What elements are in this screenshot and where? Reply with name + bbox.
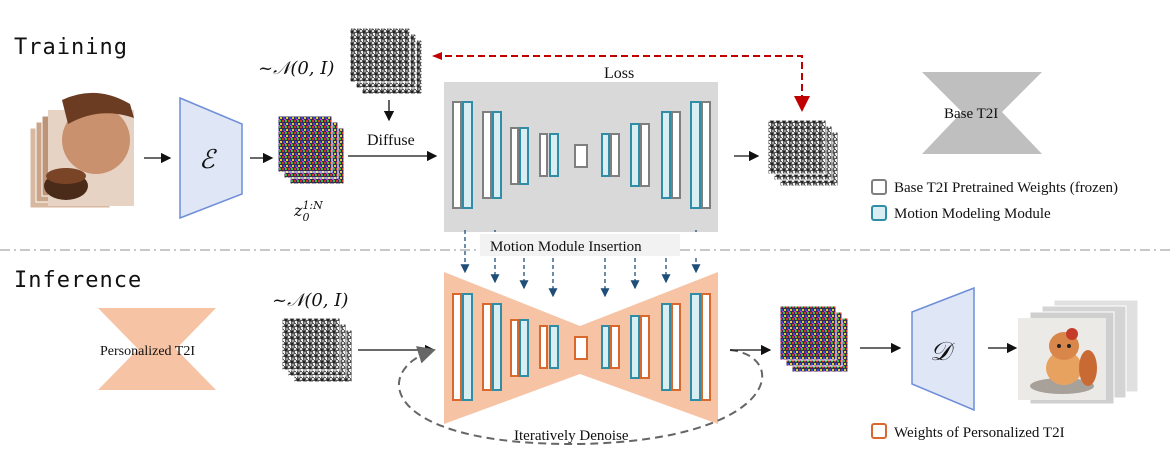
encoder-block <box>179 96 243 220</box>
encoder-symbol: ℰ <box>199 145 217 175</box>
personalized-t2i-shape <box>98 308 216 390</box>
legend-personal-swatch <box>871 423 887 439</box>
latent-cube-output <box>779 305 849 373</box>
base-t2i-label: Base T2I <box>944 106 998 122</box>
noise-stack-top <box>349 27 423 95</box>
noise-dist-label: ~𝒩(0, I) <box>258 58 334 79</box>
loss-arrow <box>434 55 810 112</box>
legend-frozen-swatch <box>871 179 887 195</box>
output-video-frames <box>1018 299 1139 405</box>
noise-stack-inference <box>281 317 353 383</box>
noise-stack-output <box>767 119 839 187</box>
insertion-arrows <box>460 230 701 298</box>
legend-motion-label: Motion Modeling Module <box>894 206 1051 222</box>
training-unet-blocks <box>452 101 711 209</box>
loss-arrow-head-left <box>432 52 442 60</box>
inference-unet-blocks <box>452 293 711 401</box>
loss-label: Loss <box>604 65 634 82</box>
legend-frozen-label: Base T2I Pretrained Weights (frozen) <box>894 180 1118 196</box>
input-video-frames <box>29 92 134 209</box>
personalized-t2i-label: Personalized T2I <box>100 344 195 359</box>
insertion-label: Motion Module Insertion <box>490 239 642 255</box>
noise-dist-label-inference: ~𝒩(0, I) <box>272 290 348 311</box>
latent-cube <box>277 115 345 185</box>
legend-personal-label: Weights of Personalized T2I <box>894 425 1065 441</box>
base-t2i-shape <box>922 72 1042 154</box>
diffuse-label: Diffuse <box>367 132 415 149</box>
training-heading: Training <box>14 35 128 60</box>
decoder-block <box>911 286 975 412</box>
insertion-label-bg <box>480 234 680 256</box>
inference-heading: Inference <box>14 268 142 293</box>
denoise-label: Iteratively Denoise <box>514 428 629 444</box>
denoise-loop <box>398 346 764 446</box>
legend-motion-swatch <box>871 205 887 221</box>
latent-label: z01:N <box>293 199 323 224</box>
